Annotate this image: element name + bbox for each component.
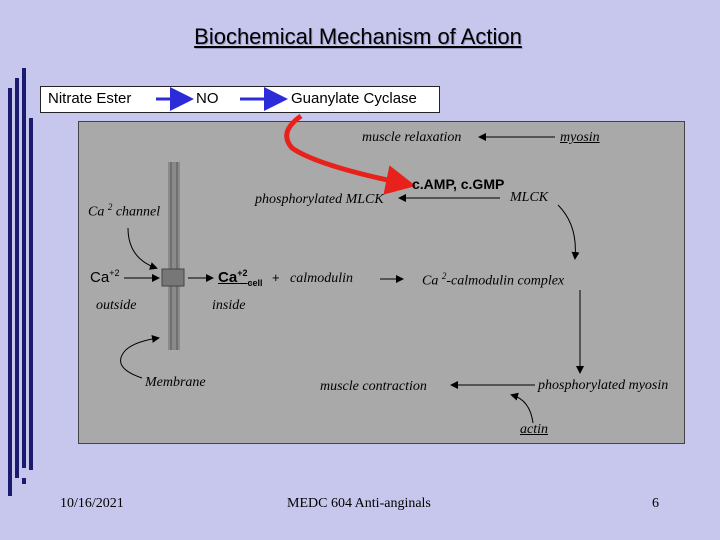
cell-membrane (161, 162, 185, 350)
nitrate-ester-label: Nitrate Ester (48, 90, 132, 107)
muscle-relaxation-label: muscle relaxation (362, 130, 462, 145)
red-inhibition-arrow (284, 113, 416, 195)
outside-label: outside (96, 298, 137, 313)
membrane-label: Membrane (145, 375, 206, 390)
inside-label: inside (212, 298, 246, 313)
footer-page-number: 6 (652, 496, 659, 511)
arrow-channel-label-pointer (127, 227, 158, 270)
calmodulin-label: calmodulin (290, 271, 353, 286)
arrow-mlck-to-complex (557, 204, 580, 260)
ca-calmodulin-complex-label: Ca 2-calmodulin complex (422, 271, 565, 289)
phosphorylated-mlck-label: phosphorylated MLCK (255, 192, 384, 207)
ca-cell-label: Ca+2cell (218, 268, 263, 288)
muscle-contraction-label: muscle contraction (320, 379, 427, 394)
actin-label: actin (520, 422, 548, 437)
guanylate-cyclase-label: Guanylate Cyclase (291, 90, 417, 107)
ca-channel-label: Ca 2 channel (88, 202, 161, 220)
slide-title: Biochemical Mechanism of Action (194, 24, 522, 49)
ca-outside-label: Ca+2 (90, 268, 120, 286)
footer-course: MEDC 604 Anti-anginals (287, 496, 431, 511)
myosin-label: myosin (560, 130, 600, 145)
arrow-actin-to-phosphorylated-myosin (510, 392, 534, 424)
no-label: NO (196, 90, 219, 107)
mlck-label: MLCK (510, 190, 549, 205)
arrow-membrane-label-pointer (120, 334, 160, 379)
plus-sign: + (272, 270, 280, 285)
camp-cgmp-label: c.AMP, c.GMP (412, 176, 505, 192)
phosphorylated-myosin-label: phosphorylated myosin (538, 378, 669, 393)
footer-date: 10/16/2021 (60, 496, 124, 511)
